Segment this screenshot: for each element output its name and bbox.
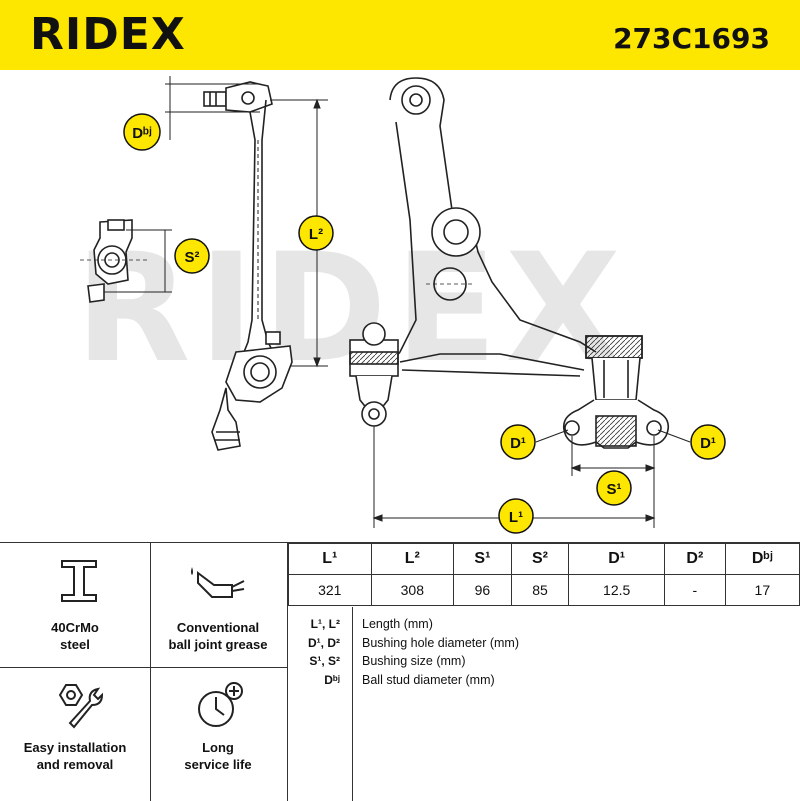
side-view-arm bbox=[203, 81, 293, 451]
legend-desc: Length (mm) bbox=[362, 617, 433, 631]
legend-key: L¹, L² bbox=[310, 617, 340, 631]
legend-key: S¹, S² bbox=[309, 654, 340, 668]
feature-divider-h bbox=[0, 667, 287, 668]
header-bar: RIDEX 273C1693 bbox=[0, 0, 800, 70]
legend-key: D¹, D² bbox=[308, 635, 340, 650]
l1-label: L¹ bbox=[509, 509, 523, 526]
feature-divider-v1 bbox=[150, 543, 151, 801]
spec-value-d1: 12.5 bbox=[568, 574, 666, 606]
d1-badge-left: D¹ bbox=[500, 424, 536, 460]
l2-label: L² bbox=[309, 226, 323, 243]
s2-badge: S² bbox=[174, 238, 210, 274]
legend-keys: L¹, L² D¹, D² S¹, S² Dᵇʲ bbox=[288, 615, 340, 689]
control-arm-drawing: RIDEX bbox=[75, 76, 726, 534]
spec-value-dbj: 17 bbox=[724, 574, 800, 606]
grease-can-icon bbox=[188, 563, 248, 604]
d1-badge-right: D¹ bbox=[690, 424, 726, 460]
spec-value-l1: 321 bbox=[288, 574, 372, 606]
legend-desc: Bushing size (mm) bbox=[362, 654, 466, 668]
spec-header-s1: S¹ bbox=[453, 543, 512, 575]
spec-table: L¹ L² S¹ S² D¹ D² Dᵇʲ 321 308 96 85 12.5… bbox=[288, 543, 800, 606]
legend-desc: Ball stud diameter (mm) bbox=[362, 672, 495, 687]
s2-label: S² bbox=[185, 249, 200, 266]
spec-value-d2: - bbox=[664, 574, 726, 606]
dbj-badge: Dᵇʲ bbox=[123, 113, 161, 151]
spec-header-s2: S² bbox=[510, 543, 570, 575]
spec-value-l2: 308 bbox=[370, 574, 455, 606]
spec-value-row: 321 308 96 85 12.5 - 17 bbox=[288, 574, 800, 606]
l1-badge: L¹ bbox=[498, 498, 534, 534]
d1-leaders bbox=[535, 429, 691, 443]
d1-label-right: D¹ bbox=[700, 435, 716, 452]
wrench-nut-icon bbox=[56, 683, 104, 734]
spec-value-s1: 96 bbox=[453, 574, 512, 606]
legend-desc: Bushing hole diameter (mm) bbox=[362, 635, 520, 650]
spec-header-d1: D¹ bbox=[568, 543, 666, 575]
s1-badge: S¹ bbox=[596, 470, 632, 506]
spec-header-l2: L² bbox=[370, 543, 455, 575]
s1-label: S¹ bbox=[607, 481, 622, 498]
legend-descriptions: Length (mm) Bushing hole diameter (mm) B… bbox=[362, 615, 519, 689]
technical-drawing: RIDEX bbox=[0, 70, 800, 542]
spec-header-d2: D² bbox=[664, 543, 726, 575]
d1-label-left: D¹ bbox=[510, 435, 526, 452]
part-number: 273C1693 bbox=[613, 22, 770, 55]
legend-divider bbox=[352, 607, 353, 801]
spec-header-row: L¹ L² S¹ S² D¹ D² Dᵇʲ bbox=[288, 543, 800, 575]
steel-beam-icon bbox=[60, 559, 98, 608]
s2-dimension bbox=[104, 229, 172, 293]
brand-logo: RIDEX bbox=[30, 9, 186, 60]
clock-plus-icon bbox=[196, 681, 246, 736]
spec-header-dbj: Dᵇʲ bbox=[724, 543, 800, 575]
s2-bushing-detail bbox=[80, 219, 150, 303]
dbj-label: Dᵇʲ bbox=[132, 125, 152, 142]
feature-divider-v2 bbox=[287, 543, 288, 801]
legend-key: Dᵇʲ bbox=[324, 672, 340, 687]
dbj-dimension bbox=[165, 76, 260, 140]
spec-header-l1: L¹ bbox=[288, 543, 372, 575]
spec-value-s2: 85 bbox=[510, 574, 570, 606]
top-view-arm bbox=[349, 77, 670, 449]
watermark-text: RIDEX bbox=[75, 222, 629, 396]
l2-badge: L² bbox=[298, 215, 334, 251]
